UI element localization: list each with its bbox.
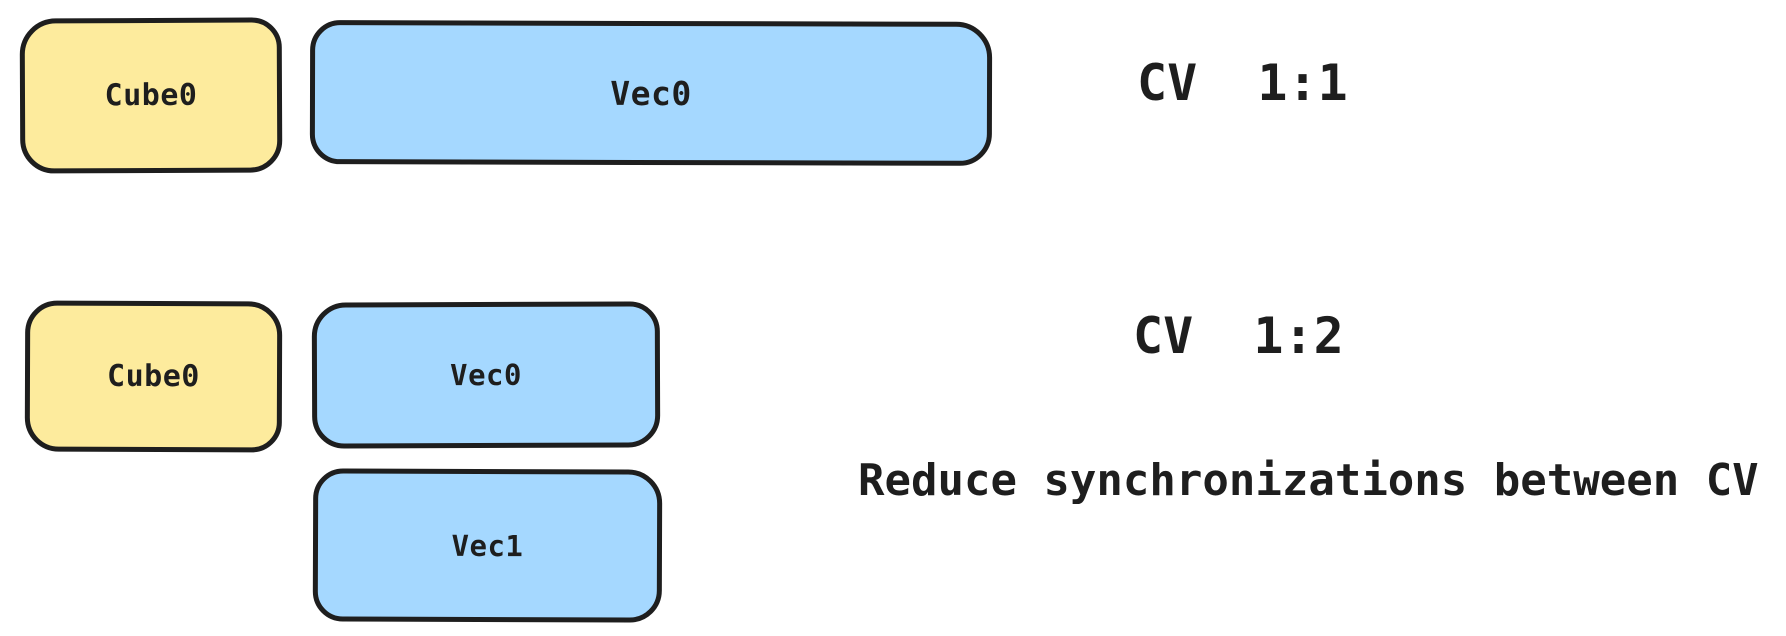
row2-ratio-caption: CV 1:2: [1133, 307, 1344, 365]
sync-note: Reduce synchronizations between CV: [858, 455, 1759, 506]
row2-vec0-box: Vec0: [311, 301, 661, 449]
row2-cube0-box: Cube0: [24, 300, 283, 453]
row1-cube0-label: Cube0: [104, 77, 198, 114]
row2-vec1-label: Vec1: [451, 528, 524, 563]
row1-vec0-label: Vec0: [610, 73, 692, 113]
row2-vec0-label: Vec0: [450, 357, 522, 393]
row1-vec0-box: Vec0: [309, 20, 993, 166]
row2-cube0-label: Cube0: [107, 358, 200, 395]
row1-ratio-caption: CV 1:1: [1137, 54, 1348, 112]
row2-vec1-box: Vec1: [312, 468, 663, 623]
row1-cube0-box: Cube0: [19, 17, 283, 174]
